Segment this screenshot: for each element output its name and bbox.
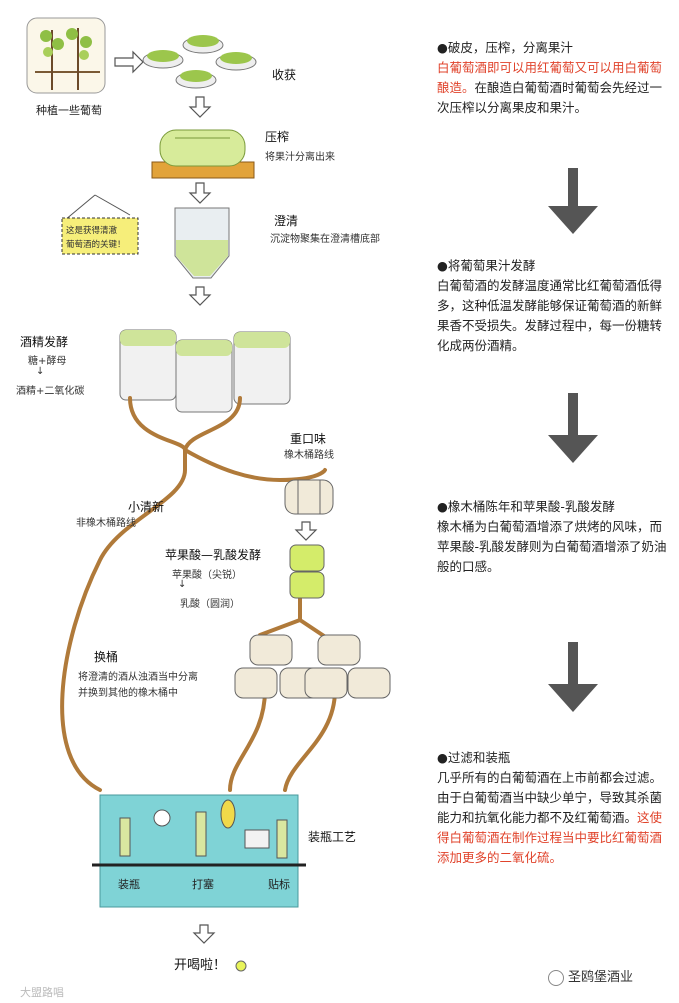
malo-line1: 苹果酸（尖锐） xyxy=(172,570,242,581)
rack-line2: 并换到其他的橡木桶中 xyxy=(78,688,178,699)
press-title: 压榨 xyxy=(265,130,290,144)
settle-sub: 沉淀物聚集在澄清槽底部 xyxy=(270,234,380,245)
station-label: 贴标 xyxy=(268,878,290,891)
ferment-arrow: ↓ xyxy=(36,366,45,377)
bottling-machine xyxy=(92,794,306,908)
step-1-text: 在酿造白葡萄酒时葡萄会先经过一次压榨以分离果皮和果汁。 xyxy=(437,80,663,115)
route-heavy-1: 重口味 xyxy=(290,432,327,446)
racking-barrels xyxy=(234,634,391,699)
brand-name: 圣鸥堡酒业 xyxy=(568,970,634,985)
arrow-down-icon xyxy=(192,924,216,944)
ferment-title: 酒精发酵 xyxy=(20,335,69,349)
process-illustration xyxy=(26,17,391,972)
step-4-text: 几乎所有的白葡萄酒在上市前都会过滤。由于白葡萄酒当中缺少单宁，导致其杀菌能力和抗… xyxy=(437,770,663,825)
step-2-text: 白葡萄酒的发酵温度通常比红葡萄酒低得多，这种低温发酵能够保证葡萄酒的新鲜果香不受… xyxy=(437,278,663,353)
watermark-left: 大盟路唱 xyxy=(20,986,64,999)
step-1-title: ●破皮，压榨，分离果汁 xyxy=(437,40,573,55)
harvest-label: 收获 xyxy=(272,68,297,82)
station-fill: 装瓶 xyxy=(118,878,140,891)
arrow-down-icon xyxy=(294,521,318,541)
step-2: ●将葡萄果汁发酵 白葡萄酒的发酵温度通常比红葡萄酒低得多，这种低温发酵能够保证葡… xyxy=(437,256,673,356)
arrow-down-icon xyxy=(188,286,212,306)
vine-picture xyxy=(26,17,106,94)
arrow-down-icon xyxy=(188,96,212,118)
route-fresh-2: 非橡木桶路线 xyxy=(76,518,136,529)
malo-line2: 乳酸（圆润） xyxy=(180,599,240,610)
plant-label: 种植一些葡萄 xyxy=(36,104,102,117)
ferment-line2: 酒精+二氧化碳 xyxy=(16,386,85,397)
arrow-down-icon xyxy=(548,168,598,234)
arrow-down-icon xyxy=(188,182,212,204)
rack-line1: 将澄清的酒从浊酒当中分离 xyxy=(78,672,198,683)
arrow-down-icon xyxy=(548,642,598,712)
sign-text-2: 葡萄酒的关键！ xyxy=(66,240,126,250)
step-4: ●过滤和装瓶 几乎所有的白葡萄酒在上市前都会过滤。由于白葡萄酒当中缺少单宁，导致… xyxy=(437,748,673,868)
oak-barrel xyxy=(284,479,334,515)
press-sub: 将果汁分离出来 xyxy=(265,152,335,163)
step-1: ●破皮，压榨，分离果汁 白葡萄酒即可以用红葡萄又可以用白葡萄酿造。在酿造白葡萄酒… xyxy=(437,38,673,118)
harvest-baskets xyxy=(142,35,257,89)
sign-text-1: 这是获得清澈 xyxy=(66,226,118,236)
step-3-text: 橡木桶为白葡萄酒增添了烘烤的风味，而苹果酸-乳酸发酵则为白葡萄酒增添了奶油般的口… xyxy=(437,519,667,574)
settling-tank xyxy=(174,207,230,279)
brand-badge: 圣鸥堡酒业 xyxy=(548,966,633,986)
ferment-line1: 糖+酵母 xyxy=(28,356,67,367)
malo-arrow: ↓ xyxy=(178,579,187,590)
brand-icon xyxy=(548,969,564,986)
arrow-right-icon xyxy=(114,50,144,74)
end-label: 开喝啦！ xyxy=(174,958,227,973)
press-machine xyxy=(151,129,255,179)
route-heavy-2: 橡木桶路线 xyxy=(284,450,334,461)
hanging-sign xyxy=(61,194,139,255)
rack-title: 换桶 xyxy=(94,650,119,664)
fermentation-tanks xyxy=(119,329,291,413)
step-4-title: ●过滤和装瓶 xyxy=(437,750,511,765)
smiley-icon xyxy=(235,960,247,972)
malo-title: 苹果酸—乳酸发酵 xyxy=(165,548,262,562)
step-4-red-text: 这使得白葡萄酒在制作过程当中要比红葡萄酒添加更多的二氧化硫。 xyxy=(437,810,663,865)
step-3-title: ●橡木桶陈年和苹果酸-乳酸发酵 xyxy=(437,499,615,514)
step-1-red-text: 白葡萄酒即可以用红葡萄又可以用白葡萄酿造。 xyxy=(437,60,663,95)
station-cork: 打塞 xyxy=(192,878,214,891)
arrow-down-icon xyxy=(548,393,598,463)
step-2-title: ●将葡萄果汁发酵 xyxy=(437,258,536,273)
route-fresh-1: 小清新 xyxy=(128,500,165,514)
malo-barrels xyxy=(289,544,325,599)
settle-title: 澄清 xyxy=(274,214,299,228)
step-3: ●橡木桶陈年和苹果酸-乳酸发酵 橡木桶为白葡萄酒增添了烘烤的风味，而苹果酸-乳酸… xyxy=(437,497,673,577)
bottling-title: 装瓶工艺 xyxy=(308,830,357,844)
